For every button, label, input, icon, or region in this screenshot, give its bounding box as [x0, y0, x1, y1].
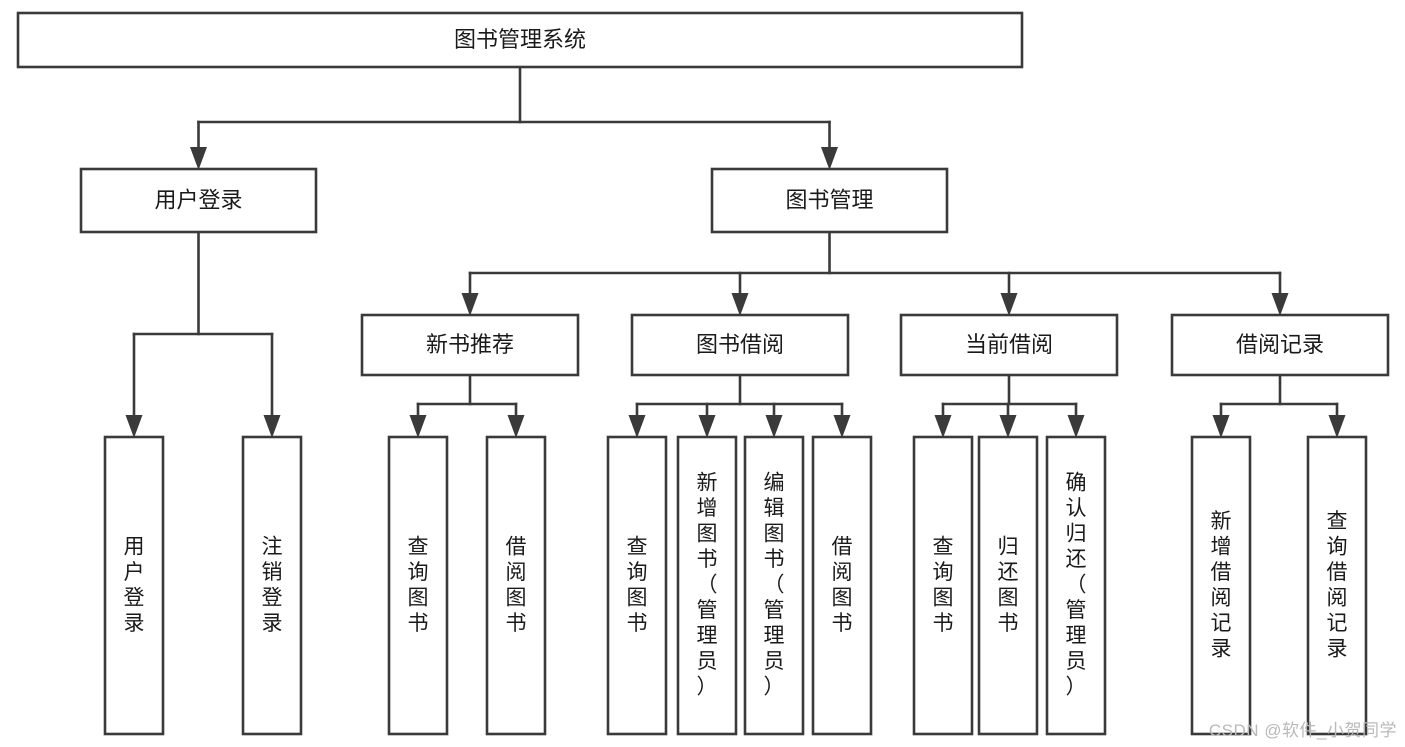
node-box[interactable] [1170, 313, 1390, 377]
node-box[interactable] [1190, 435, 1252, 736]
node-box[interactable] [811, 435, 873, 736]
node-box[interactable] [743, 435, 805, 736]
node-leaf_8[interactable]: 查询图书 [912, 435, 974, 736]
node-leaf_11[interactable]: 新增借阅记录 [1190, 435, 1252, 736]
node-l2_0[interactable]: 新书推荐 [360, 313, 580, 377]
node-label: 借阅图书 [506, 535, 527, 635]
arrow-head-icon [698, 415, 716, 438]
arrow-head-icon [731, 293, 749, 316]
arrow-head-icon [934, 415, 952, 438]
arrow-head-icon [765, 415, 783, 438]
node-leaf_4[interactable]: 查询图书 [606, 435, 668, 736]
arrow-head-icon [821, 147, 838, 170]
arrow-head-icon [1271, 293, 1289, 316]
node-box[interactable] [676, 435, 738, 736]
arrow-head-icon [1212, 415, 1230, 438]
node-leaf_2[interactable]: 查询图书 [387, 435, 449, 736]
node-label: 图书借阅 [696, 332, 784, 357]
node-box[interactable] [899, 313, 1119, 377]
node-leaf_3[interactable]: 借阅图书 [485, 435, 547, 736]
node-label: 用户登录 [154, 187, 242, 212]
arrow-head-icon [999, 415, 1017, 438]
arrow-head-icon [1067, 415, 1085, 438]
node-label: 当前借阅 [965, 332, 1053, 357]
node-box[interactable] [1306, 435, 1368, 736]
arrow-head-icon [461, 293, 479, 316]
node-box[interactable] [1045, 435, 1107, 736]
node-l2_3[interactable]: 借阅记录 [1170, 313, 1390, 377]
node-leaf_12[interactable]: 查询借阅记录 [1306, 435, 1368, 736]
node-box[interactable] [710, 167, 949, 234]
node-box[interactable] [912, 435, 974, 736]
node-l1_1[interactable]: 图书管理 [710, 167, 949, 234]
arrow-head-icon [1000, 293, 1018, 316]
node-leaf_1[interactable]: 注销登录 [241, 435, 303, 736]
node-label: 查询图书 [933, 535, 954, 635]
node-l1_0[interactable]: 用户登录 [79, 167, 318, 234]
node-box[interactable] [241, 435, 303, 736]
node-label: 注销登录 [262, 535, 283, 635]
node-box[interactable] [16, 11, 1024, 69]
node-label: 新书推荐 [426, 332, 514, 357]
node-leaf_6[interactable]: 编辑图书（管理员） [743, 435, 805, 736]
arrow-head-icon [409, 415, 427, 438]
node-box[interactable] [387, 435, 449, 736]
node-label: 编辑图书（管理员） [764, 471, 785, 698]
node-layer: 图书管理系统用户登录图书管理新书推荐图书借阅当前借阅借阅记录用户登录注销登录查询… [16, 11, 1390, 736]
arrow-head-icon [1328, 415, 1346, 438]
node-l2_2[interactable]: 当前借阅 [899, 313, 1119, 377]
node-leaf_0[interactable]: 用户登录 [103, 435, 165, 736]
node-label: 用户登录 [124, 535, 145, 635]
node-box[interactable] [79, 167, 318, 234]
node-label: 新增图书（管理员） [697, 471, 718, 698]
node-leaf_9[interactable]: 归还图书 [977, 435, 1039, 736]
node-box[interactable] [360, 313, 580, 377]
node-box[interactable] [485, 435, 547, 736]
node-label: 新增借阅记录 [1211, 509, 1232, 660]
node-leaf_5[interactable]: 新增图书（管理员） [676, 435, 738, 736]
arrow-head-icon [833, 415, 851, 438]
node-leaf_7[interactable]: 借阅图书 [811, 435, 873, 736]
arrow-head-icon [190, 147, 207, 170]
node-root[interactable]: 图书管理系统 [16, 11, 1024, 69]
node-label: 查询图书 [408, 535, 429, 635]
node-label: 图书管理 [785, 187, 873, 212]
arrow-head-icon [263, 415, 281, 438]
node-l2_1[interactable]: 图书借阅 [630, 313, 850, 377]
arrow-head-icon [507, 415, 525, 438]
arrow-head-icon [628, 415, 646, 438]
node-label: 确认归还（管理员） [1066, 471, 1087, 698]
node-box[interactable] [103, 435, 165, 736]
connector-layer [125, 65, 1346, 438]
node-label: 图书管理系统 [454, 27, 586, 52]
node-box[interactable] [977, 435, 1039, 736]
node-box[interactable] [606, 435, 668, 736]
node-label: 查询借阅记录 [1327, 509, 1348, 660]
node-label: 借阅图书 [832, 535, 853, 635]
arrow-head-icon [125, 415, 143, 438]
node-leaf_10[interactable]: 确认归还（管理员） [1045, 435, 1107, 736]
node-box[interactable] [630, 313, 850, 377]
node-label: 借阅记录 [1236, 332, 1324, 357]
node-label: 归还图书 [998, 535, 1019, 635]
node-label: 查询图书 [627, 535, 648, 635]
